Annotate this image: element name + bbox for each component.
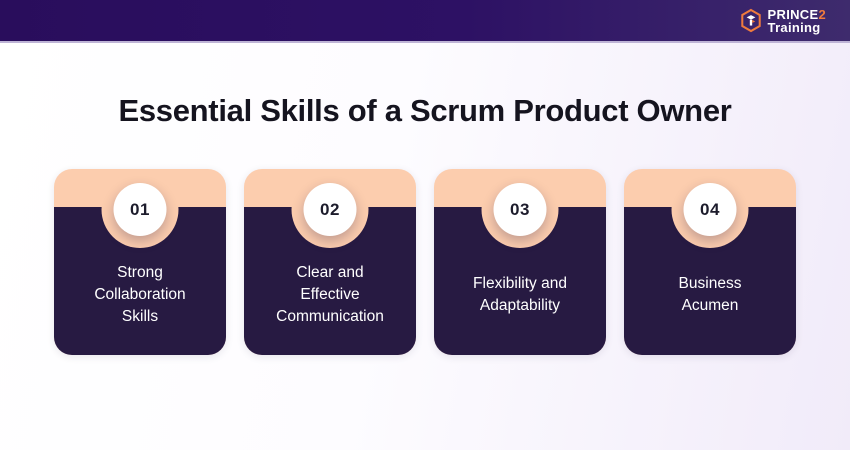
card-label: Strong Collaboration Skills	[94, 264, 186, 325]
card-label: Flexibility and Adaptability	[473, 275, 567, 314]
skill-card-2: 02 Clear and Effective Communication	[244, 169, 416, 355]
brand-2: 2	[818, 6, 826, 22]
card-number-badge: 03	[493, 183, 547, 236]
brand-logo[interactable]: PRINCE2 Training	[740, 8, 826, 34]
card-number: 03	[510, 199, 530, 219]
skill-card-4: 04 Business Acumen	[624, 169, 796, 355]
cards-row: 01 Strong Collaboration Skills 02 Clear …	[0, 169, 850, 355]
brand-line-2: Training	[767, 19, 821, 35]
card-number: 01	[130, 199, 150, 219]
skill-card-1: 01 Strong Collaboration Skills	[54, 169, 226, 355]
prince2-shield-icon	[740, 8, 761, 33]
skill-card-3: 03 Flexibility and Adaptability	[434, 169, 606, 355]
content-area: Essential Skills of a Scrum Product Owne…	[0, 43, 850, 450]
brand-prince: PRINCE	[767, 6, 819, 22]
brand-line-1: PRINCE2	[768, 8, 826, 21]
card-number: 04	[700, 199, 720, 219]
card-number-badge: 01	[113, 183, 167, 236]
card-label: Clear and Effective Communication	[276, 264, 384, 325]
card-number-badge: 04	[683, 183, 737, 236]
card-label: Business Acumen	[678, 275, 742, 314]
card-number-badge: 02	[303, 183, 357, 236]
page-title: Essential Skills of a Scrum Product Owne…	[118, 93, 732, 128]
brand-name: PRINCE2 Training	[768, 8, 826, 34]
card-number: 02	[320, 199, 340, 219]
top-bar: PRINCE2 Training	[0, 0, 850, 43]
